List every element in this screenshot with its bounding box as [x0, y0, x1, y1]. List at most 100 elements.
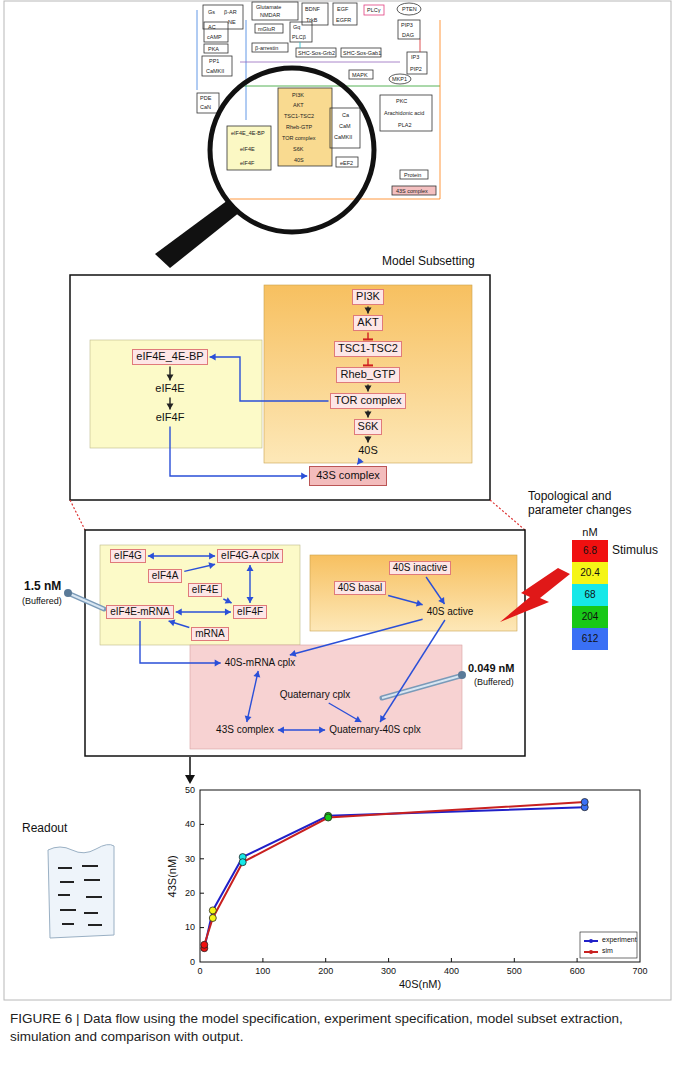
connector: [329, 703, 362, 722]
step-label: Readout: [22, 822, 67, 836]
connector-line: [148, 555, 215, 556]
species-label: 40S active: [427, 606, 474, 618]
buffer-note: (Buffered): [474, 677, 514, 687]
buffer-concentration: 0.049 nM: [468, 662, 514, 675]
arrowhead: [215, 660, 221, 667]
species-text: 40S-mRNA cplx: [223, 657, 298, 669]
connector: [363, 333, 373, 340]
species-box: eIF4G-A cplx: [217, 549, 283, 563]
full-model-network: [197, 2, 440, 199]
connector: [245, 671, 261, 722]
eif4-region: [90, 340, 262, 448]
species-label: eIF4A: [152, 570, 179, 582]
connector: [290, 619, 423, 657]
connector: [169, 619, 190, 627]
step-label: Model Subsetting: [382, 255, 475, 269]
arrowhead: [380, 715, 386, 722]
connector: [170, 427, 307, 480]
network-node-label: DAG: [402, 32, 414, 38]
species-label: 40S: [358, 444, 378, 457]
stimulus-level: 68: [584, 589, 595, 601]
species-box: 40S inactive: [389, 561, 451, 575]
inhibition-bar: [363, 364, 373, 366]
network-node-label: SHC-Sos-Gab1: [343, 50, 381, 56]
species-label: 43S complex: [216, 724, 274, 736]
arrowhead: [210, 354, 216, 361]
axis-tick: 400: [444, 966, 459, 976]
axis-tick: 10: [185, 922, 195, 932]
species-box: eIF4A: [148, 569, 183, 583]
network-node-label: PP1: [209, 58, 219, 64]
axis-tick: 0: [197, 966, 202, 976]
network-node-label: PLCγ: [367, 7, 380, 13]
network-node-label: eEF2: [340, 160, 353, 166]
connector: [166, 367, 173, 381]
arrowhead: [208, 562, 215, 569]
species-text: 40S active: [425, 606, 476, 618]
network-node-label: NE: [228, 19, 236, 25]
pipette: [64, 589, 104, 609]
species-label: eIF4G: [114, 550, 142, 562]
connector: [184, 562, 215, 571]
network-node-label: IP3: [411, 54, 419, 60]
connector-line: [426, 577, 444, 604]
arrowhead: [253, 671, 260, 678]
arrowhead: [301, 473, 307, 480]
arrowhead: [225, 609, 231, 616]
species-box: TOR complex: [330, 393, 405, 408]
network-node-label: eIF4E_4E-BP: [231, 130, 265, 136]
connector-line: [380, 620, 445, 722]
species-label: eIF4E: [155, 382, 184, 395]
connector: [426, 577, 444, 604]
subset-frame: [70, 275, 490, 500]
modified-model-frame: [85, 530, 525, 756]
stimulus-level: 204: [582, 611, 599, 623]
species-text: eIF4F: [154, 411, 187, 424]
species-label: Quaternary cplx: [280, 689, 351, 701]
axis-tick: 100: [255, 966, 270, 976]
species-box: eIF4E_4E-BP: [132, 349, 207, 364]
species-text: 40S: [356, 444, 380, 457]
magnifier: [155, 68, 374, 268]
network-node-label: CaN: [200, 104, 211, 110]
arrowhead: [166, 403, 173, 409]
stimulus-level: 612: [582, 633, 599, 645]
buffer-note: (Buffered): [22, 596, 62, 606]
axis-title: 40S(nM): [399, 978, 441, 991]
connector: [364, 411, 371, 418]
network-node-label: Gs: [208, 9, 215, 15]
connector: [210, 354, 329, 402]
network-node-label: 40S: [294, 157, 304, 163]
network-node-label: CaMKII: [206, 68, 224, 74]
arrowhead: [209, 553, 215, 560]
arrowhead: [166, 374, 173, 380]
axis-tick: 200: [318, 966, 333, 976]
arrowhead: [364, 307, 371, 313]
connector: [357, 458, 363, 465]
network-node-label: β-AR: [224, 9, 237, 15]
network-node-label: Arachidonic acid: [384, 110, 424, 116]
stimulus-color-bar: [572, 540, 608, 650]
network-node-label: AKT: [293, 102, 304, 108]
species-label: eIF4F: [156, 411, 185, 424]
network-node-label: Glutamate: [256, 4, 281, 10]
axis-tick: 500: [507, 966, 522, 976]
species-label: PI3K: [356, 290, 380, 303]
axis-tick: 300: [381, 966, 396, 976]
zoom-lines: [70, 500, 525, 530]
axis-tick: 50: [185, 785, 195, 795]
arrowhead: [176, 609, 182, 616]
arrowhead: [247, 565, 254, 571]
species-label: eIF4E-mRNA: [110, 606, 169, 618]
chart: [200, 790, 640, 962]
axis-tick: 700: [632, 966, 647, 976]
species-label: TSC1-TSC2: [338, 342, 398, 355]
network-node-label: Rheb-GTP: [286, 124, 312, 130]
network-node-label: PI3K: [292, 92, 304, 98]
connector-line: [290, 619, 423, 655]
connector: [380, 620, 445, 722]
species-box: PI3K: [352, 289, 384, 304]
inhibition-bar: [363, 338, 373, 340]
